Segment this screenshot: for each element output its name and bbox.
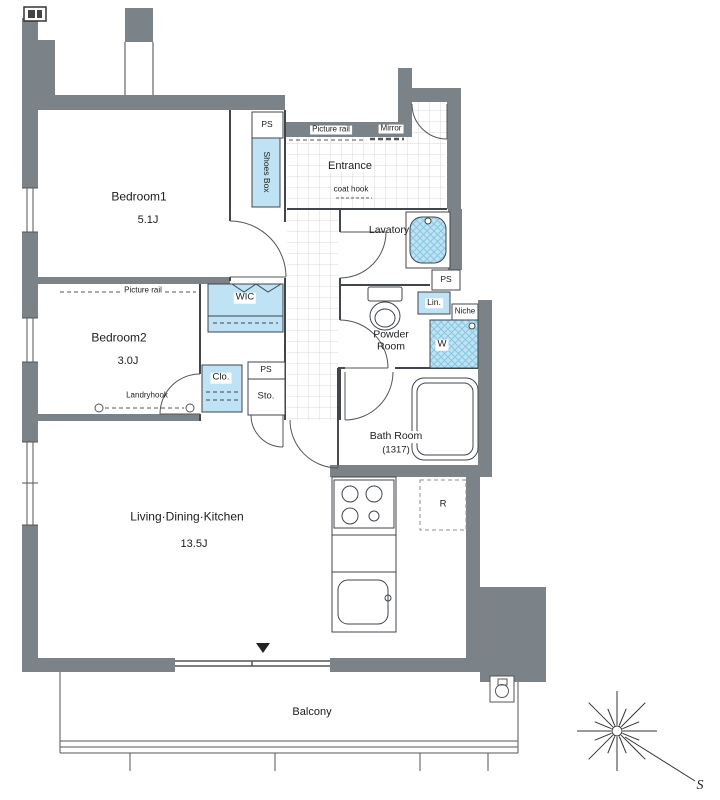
ldk-door: [289, 419, 339, 469]
ldk-size: 13.5J: [180, 537, 208, 550]
bedroom1-size: 5.1J: [137, 213, 159, 226]
storage-label: Sto.: [257, 390, 275, 402]
toilet: [367, 286, 403, 331]
bedroom2-door: [159, 373, 201, 415]
balcony-structure: [59, 672, 519, 771]
compass-icon: [577, 691, 696, 782]
bath-room-label: Bath Room: [367, 430, 425, 443]
laundry-hook-right: [185, 403, 195, 413]
bedroom2-size: 3.0J: [117, 354, 139, 367]
interior-walls: [124, 42, 478, 465]
entrance-label: Entrance: [325, 159, 375, 173]
unit-marker-icon: [23, 6, 47, 22]
bathtub: [411, 377, 479, 461]
ps-top-box: [251, 111, 284, 139]
lavatory-door: [339, 231, 387, 279]
compass-south-label: S: [696, 778, 704, 794]
kitchen-counter: [331, 476, 397, 633]
powder-room-label: Powder Room: [373, 328, 409, 352]
niche-label: Niche: [452, 306, 478, 317]
shoes-box-label: Shoes Box: [261, 151, 272, 193]
stove: [333, 479, 395, 529]
storage-box: [247, 378, 286, 416]
ps-mid-label: PS: [440, 274, 452, 285]
wic-label: WIC: [233, 291, 257, 304]
ldk-label: Living·Dining·Kitchen: [130, 509, 244, 524]
laundry-hook-left: [94, 403, 104, 413]
picture-rail-entrance-label: Picture rail: [310, 124, 352, 135]
washer-label: W: [435, 338, 449, 351]
closet-details: [206, 283, 283, 401]
ps-low-label: PS: [260, 364, 272, 375]
entrance-tile-floor: [287, 102, 447, 420]
kitchen-sink: [337, 579, 389, 625]
linen-label: Lin.: [425, 297, 443, 308]
bedroom1-door: [229, 220, 287, 278]
ps-top-label: PS: [261, 119, 273, 130]
front-door: [411, 103, 448, 140]
wic-area: [207, 283, 284, 333]
wic-bifold-door: [231, 283, 282, 293]
bath-door: [344, 371, 394, 421]
balcony-label: Balcony: [292, 705, 332, 718]
picture-rail-bedroom2-label: Picture rail: [122, 285, 164, 296]
window-symbols: [22, 187, 38, 526]
bedroom2-label: Bedroom2: [91, 330, 147, 345]
powder-room-door: [339, 319, 389, 369]
storage-door: [250, 414, 284, 448]
balcony-faucet-box: [489, 675, 515, 703]
refrigerator-label: R: [439, 498, 447, 510]
refrigerator-space: [419, 479, 467, 531]
bedroom1-label: Bedroom1: [111, 189, 167, 204]
door-swings: [159, 103, 448, 469]
mirror-label: Mirror: [378, 123, 404, 134]
ps-mid-box: [431, 269, 461, 291]
balcony-sliding-door: [175, 660, 330, 667]
shoes-box-area: [251, 137, 281, 208]
coat-hook-label: coat hook: [331, 184, 371, 195]
laundry-hook-label: Landryhook: [126, 390, 168, 400]
closet-label: Clo.: [210, 371, 232, 384]
bath-room-size: (1317): [382, 444, 410, 456]
vanity-sink: [405, 211, 451, 269]
entry-direction-marker: [256, 643, 270, 653]
lavatory-label: Lavatory: [368, 224, 410, 237]
exterior-walls: [22, 8, 546, 682]
rail-marks: [60, 137, 404, 413]
